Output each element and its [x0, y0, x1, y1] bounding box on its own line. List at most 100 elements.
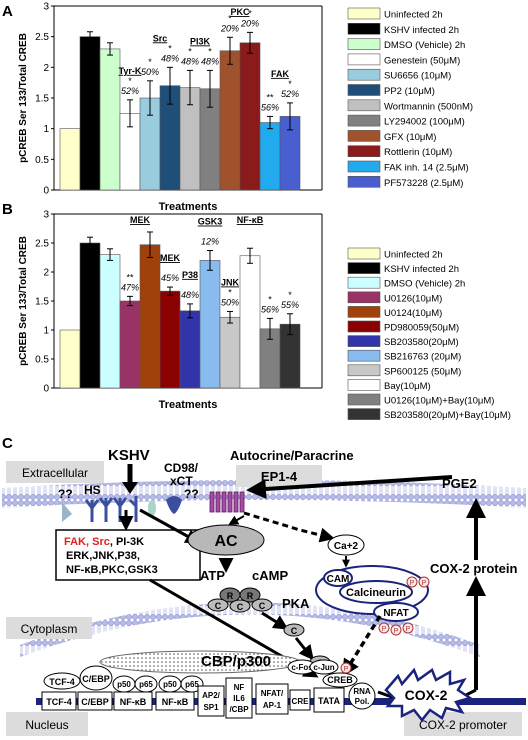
x-axis-label: Treatments	[159, 201, 218, 213]
legend-label: PF573228 (2.5μM)	[384, 178, 463, 189]
bar	[119, 300, 141, 389]
group-label: GSK3	[198, 217, 223, 227]
camp-label: cAMP	[252, 568, 288, 583]
svg-text:NF-κB: NF-κB	[120, 697, 147, 707]
legend-swatch	[347, 130, 381, 142]
bar	[179, 310, 201, 389]
legend-swatch	[347, 320, 381, 333]
percent-label: 48%	[161, 53, 179, 63]
legend-swatch	[347, 306, 381, 318]
legend-label: SP600125 (50μM)	[384, 366, 461, 377]
legend-label: U0126(10μM)	[384, 293, 442, 304]
y-tick-label: 1	[43, 326, 49, 337]
svg-text:AP-1: AP-1	[263, 701, 282, 710]
pge2-arrow	[246, 475, 453, 499]
promoter-factors: TCF-4 C/EBP p50 p65 p50 p65 c-Fos c-Jun …	[43, 659, 358, 693]
legend-swatch	[347, 393, 381, 406]
legend-swatch	[347, 291, 381, 304]
svg-text:IL6: IL6	[233, 694, 245, 703]
group-label: FAK	[271, 69, 290, 79]
bar	[239, 42, 261, 191]
bar	[99, 254, 121, 389]
legend-swatch	[347, 99, 381, 112]
legend-swatch	[347, 7, 381, 20]
svg-text:CREB: CREB	[327, 675, 353, 685]
legend-label: SB203580(20μM)	[384, 337, 459, 348]
significance-star: *	[268, 294, 272, 304]
nfat-to-nucleus-arrow	[342, 615, 382, 677]
cd98-label: CD98/	[164, 461, 199, 475]
svg-text:NFAT: NFAT	[383, 608, 408, 619]
svg-text:C/EBP: C/EBP	[81, 697, 109, 707]
ac-enzyme	[187, 524, 265, 556]
legend-swatch	[347, 22, 381, 35]
y-tick-label: 2.5	[35, 32, 49, 43]
xct-label: xCT	[170, 474, 193, 488]
ep-to-ca-arrow	[243, 511, 335, 543]
svg-text:NF: NF	[234, 683, 245, 692]
nuclear-membrane	[20, 602, 480, 657]
percent-label: 45%	[161, 273, 179, 283]
kinase-box	[55, 529, 201, 581]
pka-complex: R R C C C	[207, 587, 273, 613]
nucleus-box	[6, 712, 88, 736]
calcium-node	[327, 534, 365, 556]
legend-label: GFX (10μM)	[384, 132, 436, 143]
percent-label: 52%	[281, 89, 299, 99]
promoter-elements: TCF-4 C/EBP NF-κB NF-κB AP2/ SP1 NF IL6 …	[41, 677, 376, 719]
percent-label: 48%	[181, 56, 199, 66]
phospho-icon	[406, 576, 418, 588]
ep-to-ac-arrow	[228, 515, 245, 525]
legend-label: PD980059(50μM)	[384, 323, 459, 334]
svg-text:TATA: TATA	[318, 696, 340, 706]
legend-label: Uninfected 2h	[384, 250, 443, 261]
legend-swatch	[347, 364, 381, 377]
y-tick-label: 2	[43, 63, 49, 74]
calcineurin-node	[339, 580, 413, 604]
significance-star: *	[288, 290, 292, 300]
legend-swatch	[347, 114, 381, 127]
significance-star: *	[188, 46, 192, 56]
group-label: Src	[153, 33, 168, 43]
group-label: P38	[182, 270, 198, 280]
xct-icon	[166, 496, 182, 514]
significance-star: **	[266, 92, 274, 102]
legend-label: FAK inh. 14 (2.5μM)	[384, 163, 469, 174]
receptor-icons	[84, 496, 138, 522]
group-label: PI3K	[190, 36, 211, 46]
percent-label: 56%	[261, 304, 279, 314]
pka-catalytic-1	[283, 623, 305, 637]
svg-text:p50: p50	[117, 680, 131, 689]
bar	[99, 48, 121, 191]
bar	[139, 244, 161, 389]
svg-text:TCF-4: TCF-4	[46, 697, 72, 707]
legend-label: Wortmannin (500nM)	[384, 101, 473, 112]
svg-text:P: P	[394, 628, 399, 635]
svg-text:C/EBP: C/EBP	[82, 674, 110, 684]
legend-swatch	[347, 262, 381, 274]
svg-text:P: P	[344, 666, 349, 673]
svg-text:C: C	[291, 626, 298, 636]
y-tick-label: 2.5	[35, 239, 49, 250]
cox2-protein-label: COX-2 protein	[430, 561, 517, 576]
extracellular-label: Extracellular	[22, 466, 88, 480]
kinase-line-2: ERK,JNK,P38,	[66, 550, 140, 562]
group-label: MEK	[130, 215, 151, 225]
legend-swatch	[347, 379, 381, 391]
y-tick-label: 0.5	[35, 155, 49, 166]
extracellular-box	[6, 461, 104, 483]
legend-label: KSHV infected 2h	[384, 25, 459, 36]
legend-label: SU6656 (10μM)	[384, 71, 451, 82]
bar	[219, 316, 241, 389]
significance-star: *	[228, 13, 232, 23]
pka-arrow	[261, 611, 289, 630]
legend-label: SB203580(20μM)+Bay(10μM)	[384, 410, 511, 421]
cox2-label: COX-2	[405, 687, 448, 703]
legend-label: DMSO (Vehicle) 2h	[384, 40, 465, 51]
percent-label: 50%	[221, 297, 239, 307]
svg-text:c-Fos: c-Fos	[291, 663, 313, 672]
svg-text:/CBP: /CBP	[229, 705, 249, 714]
phospho-icon	[418, 576, 430, 588]
legend-swatch	[347, 335, 381, 347]
